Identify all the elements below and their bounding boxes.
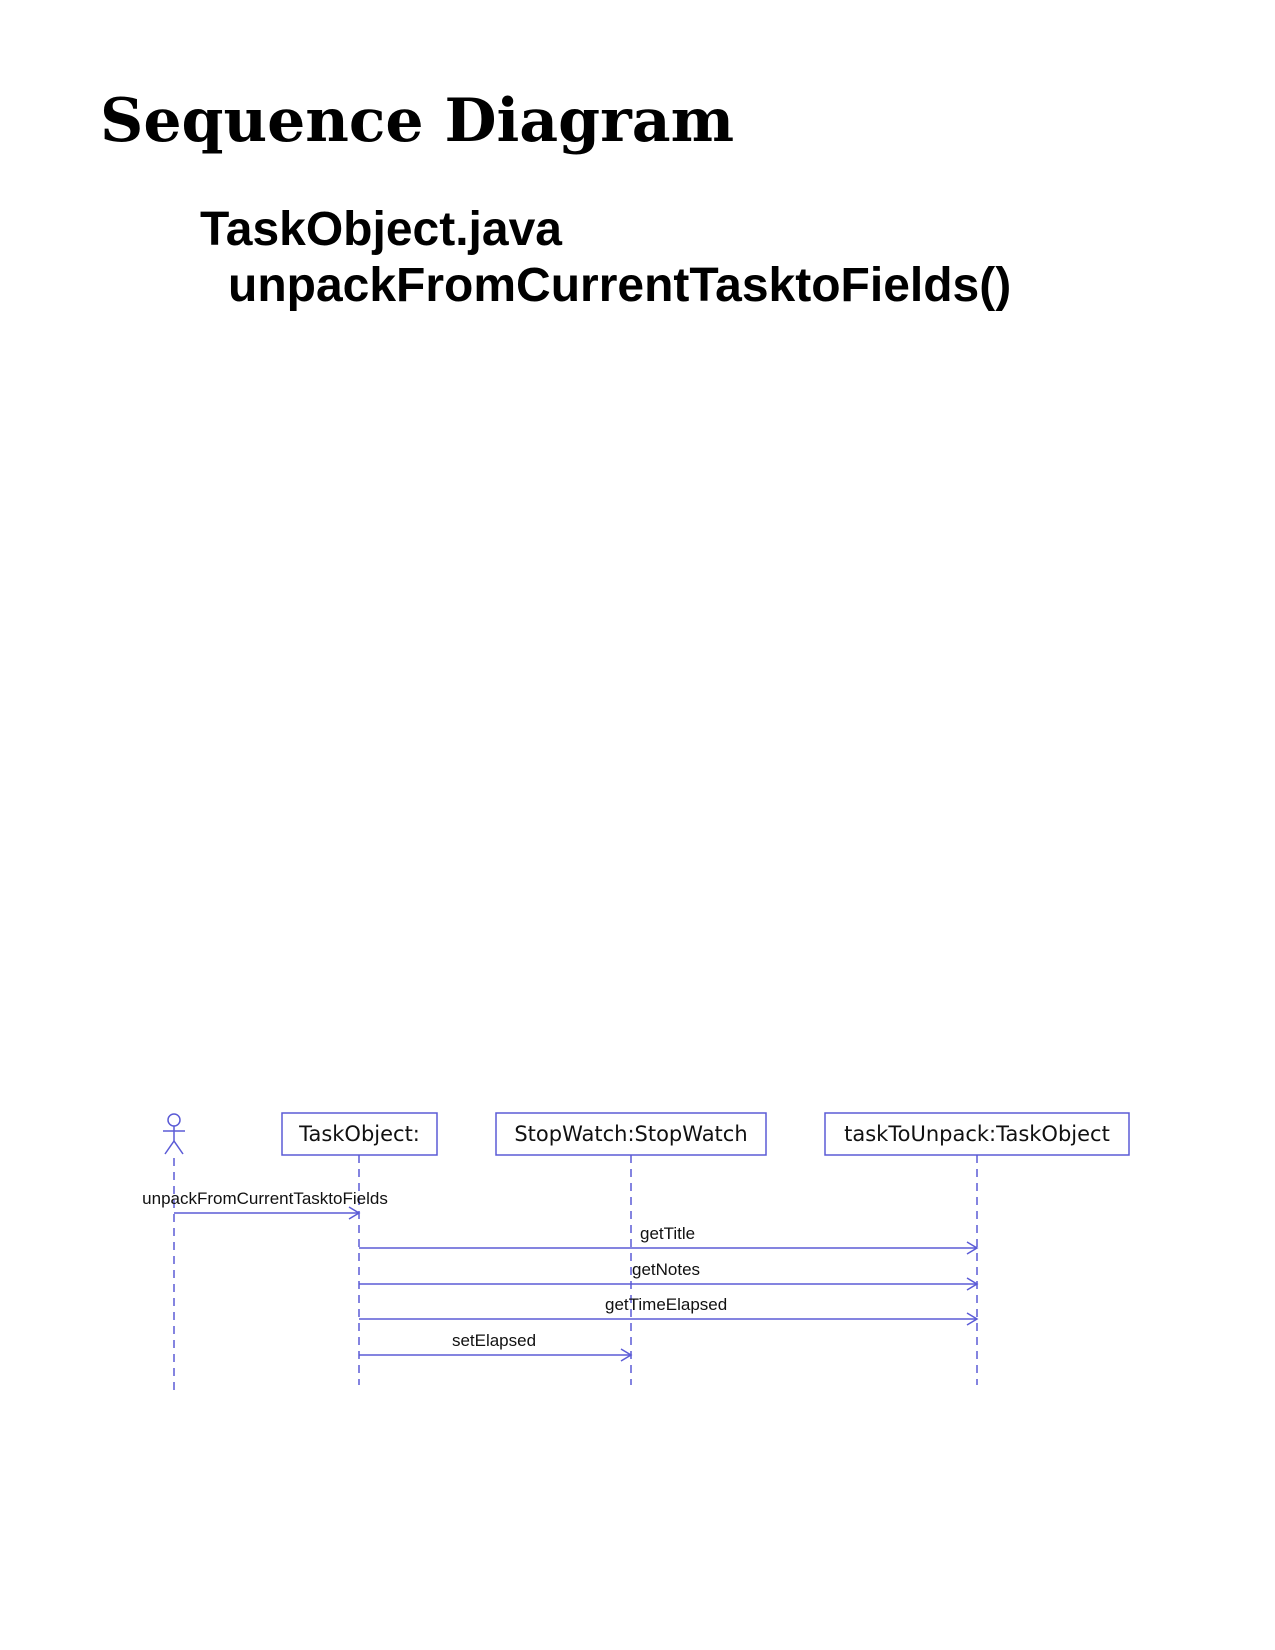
page-title: Sequence Diagram [100, 86, 735, 156]
file-name: TaskObject.java [200, 203, 562, 256]
actor-leg-right [173, 1140, 184, 1155]
message-label-3: getNotes [632, 1260, 700, 1279]
message-label-4: getTimeElapsed [605, 1295, 727, 1314]
message-arrowhead-4 [966, 1312, 979, 1326]
participant-label-tasktounpack: taskToUnpack:TaskObject [844, 1122, 1110, 1146]
participant-box-taskobject [281, 1112, 438, 1156]
message-arrowhead-2 [966, 1241, 979, 1255]
participant-label-taskobject: TaskObject: [298, 1122, 420, 1146]
message-arrowhead-1 [348, 1206, 361, 1220]
actor-leg-left [164, 1140, 175, 1155]
message-label-1: unpackFromCurrentTasktoFields [142, 1189, 388, 1208]
method-name: unpackFromCurrentTasktoFields() [228, 259, 1012, 312]
message-arrowhead-5 [620, 1348, 633, 1362]
actor-head [167, 1113, 181, 1127]
message-label-5: setElapsed [452, 1331, 536, 1350]
subtitle: TaskObject.java unpackFromCurrentTasktoF… [200, 202, 1011, 314]
participant-label-stopwatch: StopWatch:StopWatch [514, 1122, 747, 1146]
message-arrowhead-3 [966, 1277, 979, 1291]
message-label-2: getTitle [640, 1224, 695, 1243]
